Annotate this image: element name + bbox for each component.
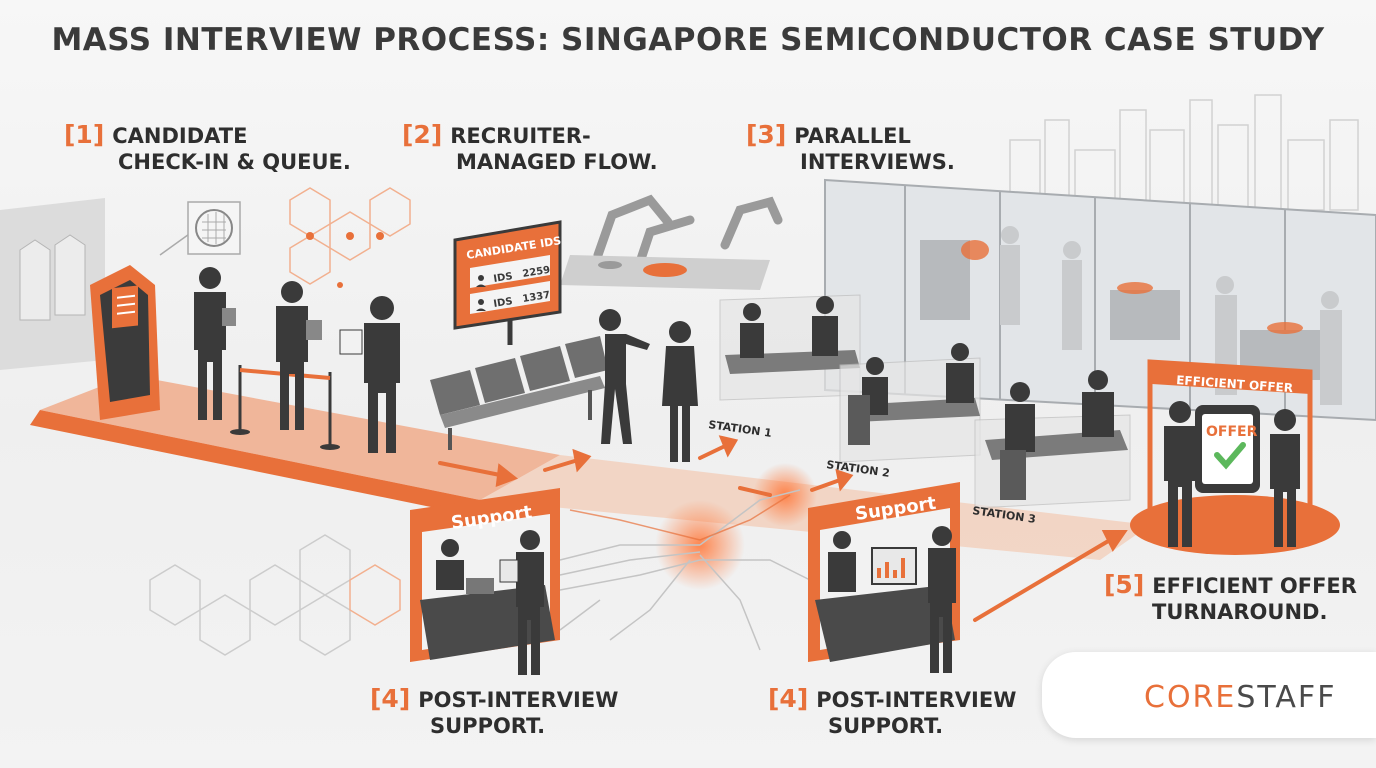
support-booth-1: [410, 488, 560, 675]
offer-area: [1147, 359, 1313, 547]
circuit-traces-orange: [569, 494, 791, 541]
logo-wordmark: CORESTAFF: [1144, 680, 1337, 715]
step-5-label: [5]EFFICIENT OFFER TURNAROUND.: [1104, 570, 1357, 625]
step-number: [4]: [768, 684, 809, 713]
step-number: [3]: [746, 120, 787, 149]
step-number: [1]: [64, 120, 105, 149]
step-3-label: [3]PARALLEL INTERVIEWS.: [746, 120, 955, 175]
step-4-label: [4]POST-INTERVIEW SUPPORT.: [370, 684, 619, 739]
circuit-traces: [559, 489, 811, 651]
queue-stanchions: [230, 365, 340, 450]
step-1-label: [1]CANDIDATE CHECK-IN & QUEUE.: [64, 120, 351, 175]
city-skyline: [1009, 94, 1359, 211]
page-title: MASS INTERVIEW PROCESS: SINGAPORE SEMICO…: [51, 22, 1325, 58]
board-row-label: IDS: [493, 271, 514, 285]
interview-station-3: [974, 370, 1131, 509]
step-4b-label: [4]POST-INTERVIEW SUPPORT.: [768, 684, 1017, 739]
corestaff-logo: CORESTAFF: [1042, 652, 1376, 738]
network-hexagons-bottom: [149, 534, 401, 656]
gowning-area: [0, 198, 105, 370]
queue-people: [194, 267, 400, 453]
network-hexagons-top: [289, 187, 411, 288]
waiting-chairs: [430, 336, 608, 450]
wafer-table: [560, 255, 770, 290]
board-row-label: IDS: [493, 296, 514, 310]
recruiter-figures: [596, 309, 698, 462]
flow-arrows: [438, 435, 1128, 622]
candidate-ids-board: CANDIDATE IDS IDS 2259 IDS 1337: [453, 220, 562, 345]
step-number: [5]: [1104, 570, 1145, 599]
step-number: [2]: [402, 120, 443, 149]
step-2-label: [2]RECRUITER- MANAGED FLOW.: [402, 120, 658, 175]
interview-station-1: [719, 294, 861, 401]
robotic-arms: [593, 194, 783, 267]
offer-tablet-text: OFFER: [1206, 424, 1258, 440]
board-row-value: 1337: [522, 290, 551, 305]
interview-station-2: [839, 343, 981, 463]
check-in-kiosk: [90, 265, 160, 420]
wafer-icon: [159, 201, 241, 256]
step-number: [4]: [370, 684, 411, 713]
support-booth-2: [808, 482, 960, 673]
station-label: STATION 1: [708, 418, 773, 440]
board-row-value: 2259: [522, 265, 551, 280]
